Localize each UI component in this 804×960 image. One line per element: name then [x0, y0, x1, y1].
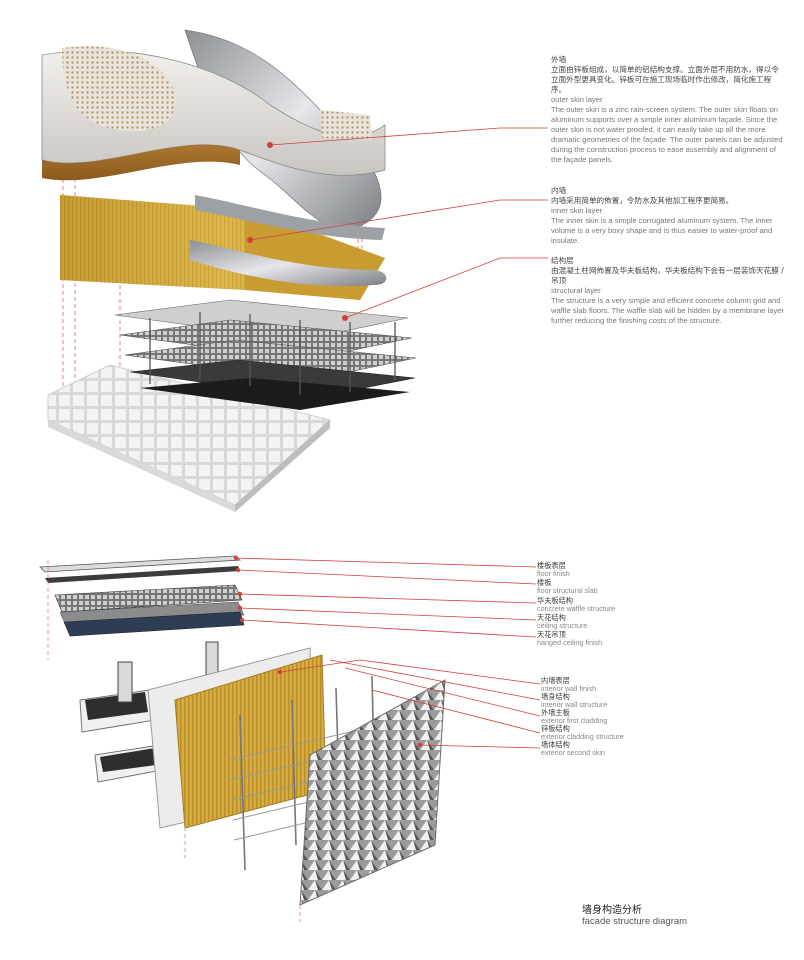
outer-skin-en-title: outer skin layer	[551, 95, 603, 104]
outer-skin-zh-title: 外墙	[551, 55, 567, 64]
wall-layer-stack	[79, 641, 446, 906]
leader-lines-wall	[279, 659, 541, 749]
inner-skin-zh-title: 内墙	[551, 186, 567, 195]
floor-label-zh: 楼板表层	[537, 561, 566, 570]
annotation-outer-skin: 外墙 立面由锌板组成，以简单的铝结构支撑。立面外层不用防水，得以令立面外型更具变…	[551, 55, 783, 165]
floor-label-2: 楼板 floor structural slab	[537, 578, 598, 596]
leader-dots-top	[247, 142, 348, 321]
wall-label-en: exterior first cladding	[541, 716, 608, 726]
wall-label-zh: 墙身结构	[541, 692, 570, 701]
wall-label-en: interior wall finish	[541, 684, 597, 694]
wall-label-2: 墙身结构 interior wall structure	[541, 692, 608, 710]
leader-lines-floor	[235, 557, 537, 638]
wall-label-en: interior wall structure	[541, 700, 608, 710]
floor-label-en: floor finish	[537, 569, 570, 579]
outer-skin-layer	[41, 29, 387, 286]
base-grid	[47, 364, 332, 512]
floor-label-en: floor structural slab	[537, 586, 598, 596]
wall-label-1: 内墙表层 interior wall finish	[541, 676, 597, 694]
annotation-inner-skin: 内墙 内墙采用简单的佈置，令防水及其他加工程序更简易。 inner skin l…	[551, 186, 783, 246]
leader-lines-top	[249, 127, 548, 319]
inner-skin-zh-body: 内墙采用简单的佈置，令防水及其他加工程序更简易。	[551, 196, 734, 205]
floor-label-zh: 天花结构	[537, 613, 566, 622]
annotation-structural-layer: 结构层 由混凝土柱网佈置及华夫板结构，华夫板结构下会有一层装饰天花膜 / 吊顶 …	[551, 256, 786, 326]
wall-label-3: 外墙主板 exterior first cladding	[541, 708, 608, 726]
inner-skin-en-body: The inner skin is a simple corrugated al…	[551, 216, 773, 245]
structural-zh-title: 结构层	[551, 256, 574, 265]
wall-label-zh: 墙体结构	[541, 740, 570, 749]
floor-label-en: ceiling structure	[537, 621, 588, 631]
floor-label-3: 华夫板结构 concrete waffle structure	[537, 596, 616, 614]
floor-label-zh: 天花吊顶	[537, 630, 566, 639]
wall-label-en: exterior second skin	[541, 748, 605, 758]
diagram-caption: 墙身构造分析 facade structure diagram	[582, 905, 687, 927]
wall-label-zh: 锌板结构	[541, 724, 570, 733]
wall-label-zh: 内墙表层	[541, 676, 570, 685]
floor-label-5: 天花吊顶 hanged ceiling finish	[537, 630, 603, 648]
inner-skin-en-title: inner skin layer	[551, 206, 603, 215]
floor-label-en: hanged ceiling finish	[537, 638, 603, 648]
structural-en-title: structural layer	[551, 286, 601, 295]
wall-label-en: exterior cladding structure	[541, 732, 624, 742]
wall-label-5: 墙体结构 exterior second skin	[541, 740, 605, 758]
floor-label-1: 楼板表层 floor finish	[537, 561, 570, 579]
floor-label-4: 天花结构 ceiling structure	[537, 613, 588, 631]
structural-en-body: The structure is a very simple and effic…	[551, 296, 784, 325]
wall-label-4: 锌板结构 exterior cladding structure	[541, 724, 624, 742]
floor-label-zh: 楼板	[537, 578, 552, 587]
floor-label-zh: 华夫板结构	[537, 596, 573, 605]
outer-skin-zh-body: 立面由锌板组成，以简单的铝结构支撑。立面外层不用防水，得以令立面外型更具变化。锌…	[551, 65, 779, 94]
wall-label-zh: 外墙主板	[541, 708, 570, 717]
caption-en: facade structure diagram	[582, 916, 688, 927]
floor-label-en: concrete waffle structure	[537, 604, 616, 614]
structural-zh-body: 由混凝土柱网佈置及华夫板结构，华夫板结构下会有一层装饰天花膜 / 吊顶	[551, 266, 784, 285]
caption-zh: 墙身构造分析	[582, 905, 642, 916]
outer-skin-en-body: The outer skin is a zinc rain-screen sys…	[551, 105, 783, 164]
structural-layer	[114, 299, 417, 410]
floor-layer-stack	[39, 555, 245, 637]
